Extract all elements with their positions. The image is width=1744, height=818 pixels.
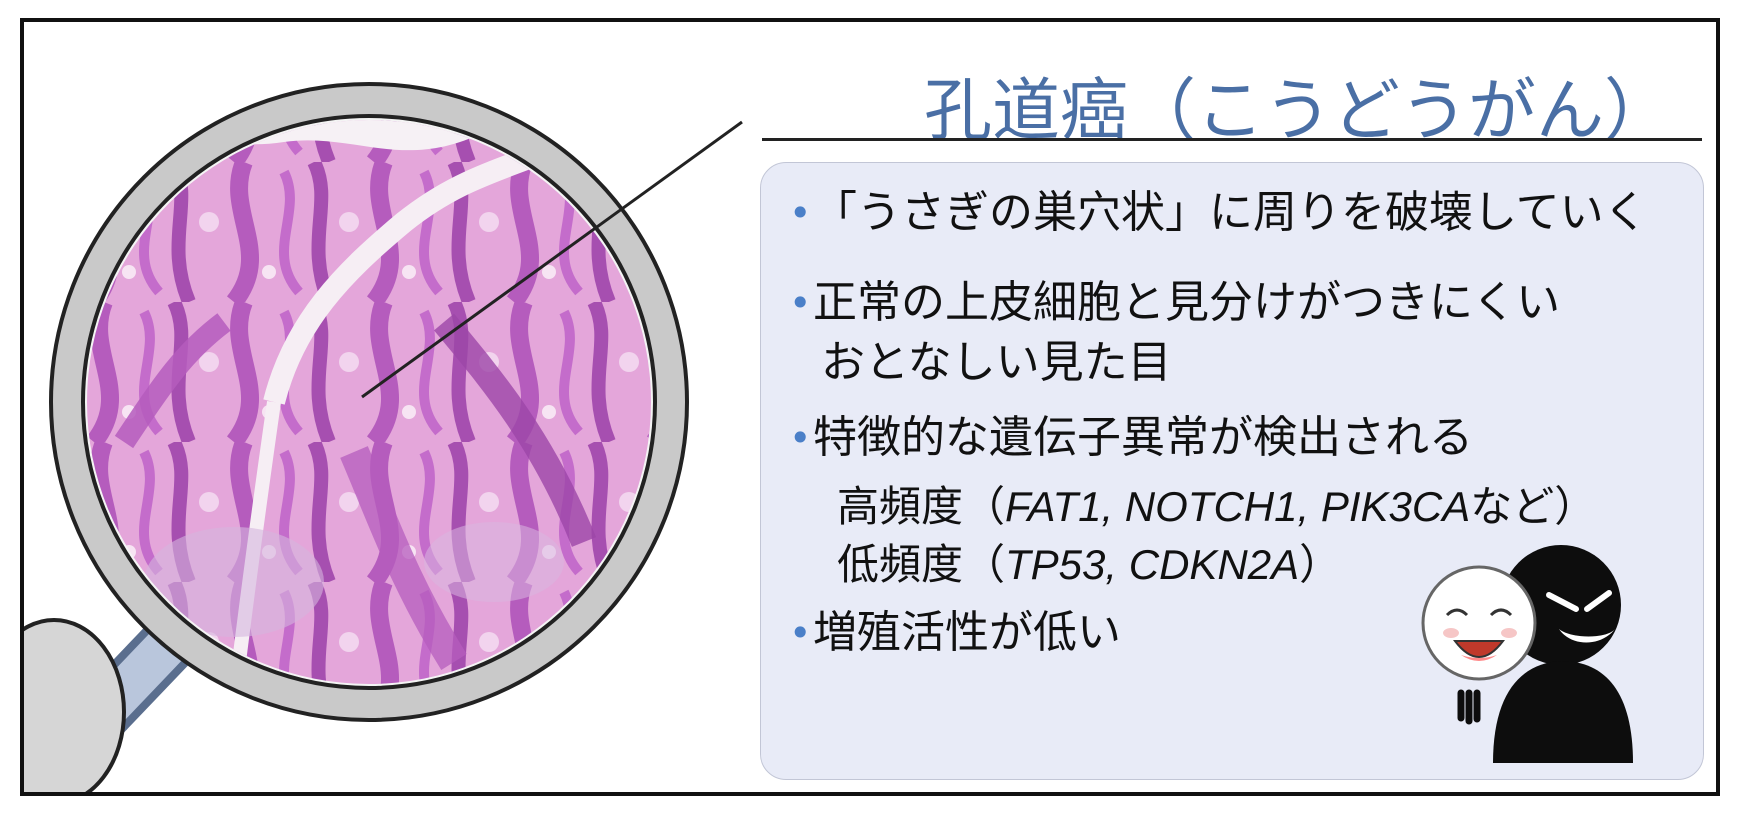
title-divider — [762, 138, 1702, 141]
list-item: • 「うさぎの巣穴状」に周りを破壊していく — [789, 183, 1648, 243]
list-item: • 増殖活性が低い — [789, 603, 1121, 663]
list-item: • 特徴的な遺伝子異常が検出される — [789, 408, 1473, 468]
list-item: • 正常の上皮細胞と見分けがつきにくい — [789, 273, 1560, 333]
bullet-dot-icon: • — [789, 281, 812, 325]
bullet-dot-icon: • — [789, 416, 812, 460]
slide-frame: 孔道癌（こうどうがん） • 「うさぎの巣穴状」に周りを破壊していく • 正常の上… — [20, 18, 1720, 796]
bullet-text: おとなしい見た目 — [821, 337, 1172, 388]
list-item-continuation: おとなしい見た目 — [789, 333, 1172, 393]
info-panel: • 「うさぎの巣穴状」に周りを破壊していく • 正常の上皮細胞と見分けがつきにく… — [760, 162, 1704, 780]
bullet-text: 正常の上皮細胞と見分けがつきにくい — [813, 277, 1561, 328]
bullet-text: 増殖活性が低い — [813, 607, 1121, 658]
bullet-text: 特徴的な遺伝子異常が検出される — [813, 412, 1473, 463]
gene-low-frequency: 低頻度（TP53, CDKN2A） — [837, 540, 1342, 589]
smiling-mask-icon — [1421, 545, 1633, 763]
bullet-dot-icon: • — [789, 611, 812, 655]
bullet-dot-icon: • — [789, 191, 812, 235]
bullet-text: 「うさぎの巣穴状」に周りを破壊していく — [813, 187, 1648, 238]
gene-high-frequency: 高頻度（FAT1, NOTCH1, PIK3CAなど） — [837, 482, 1597, 531]
magnifying-glass-icon — [24, 82, 743, 792]
page-title: 孔道癌（こうどうがん） — [924, 72, 1673, 151]
